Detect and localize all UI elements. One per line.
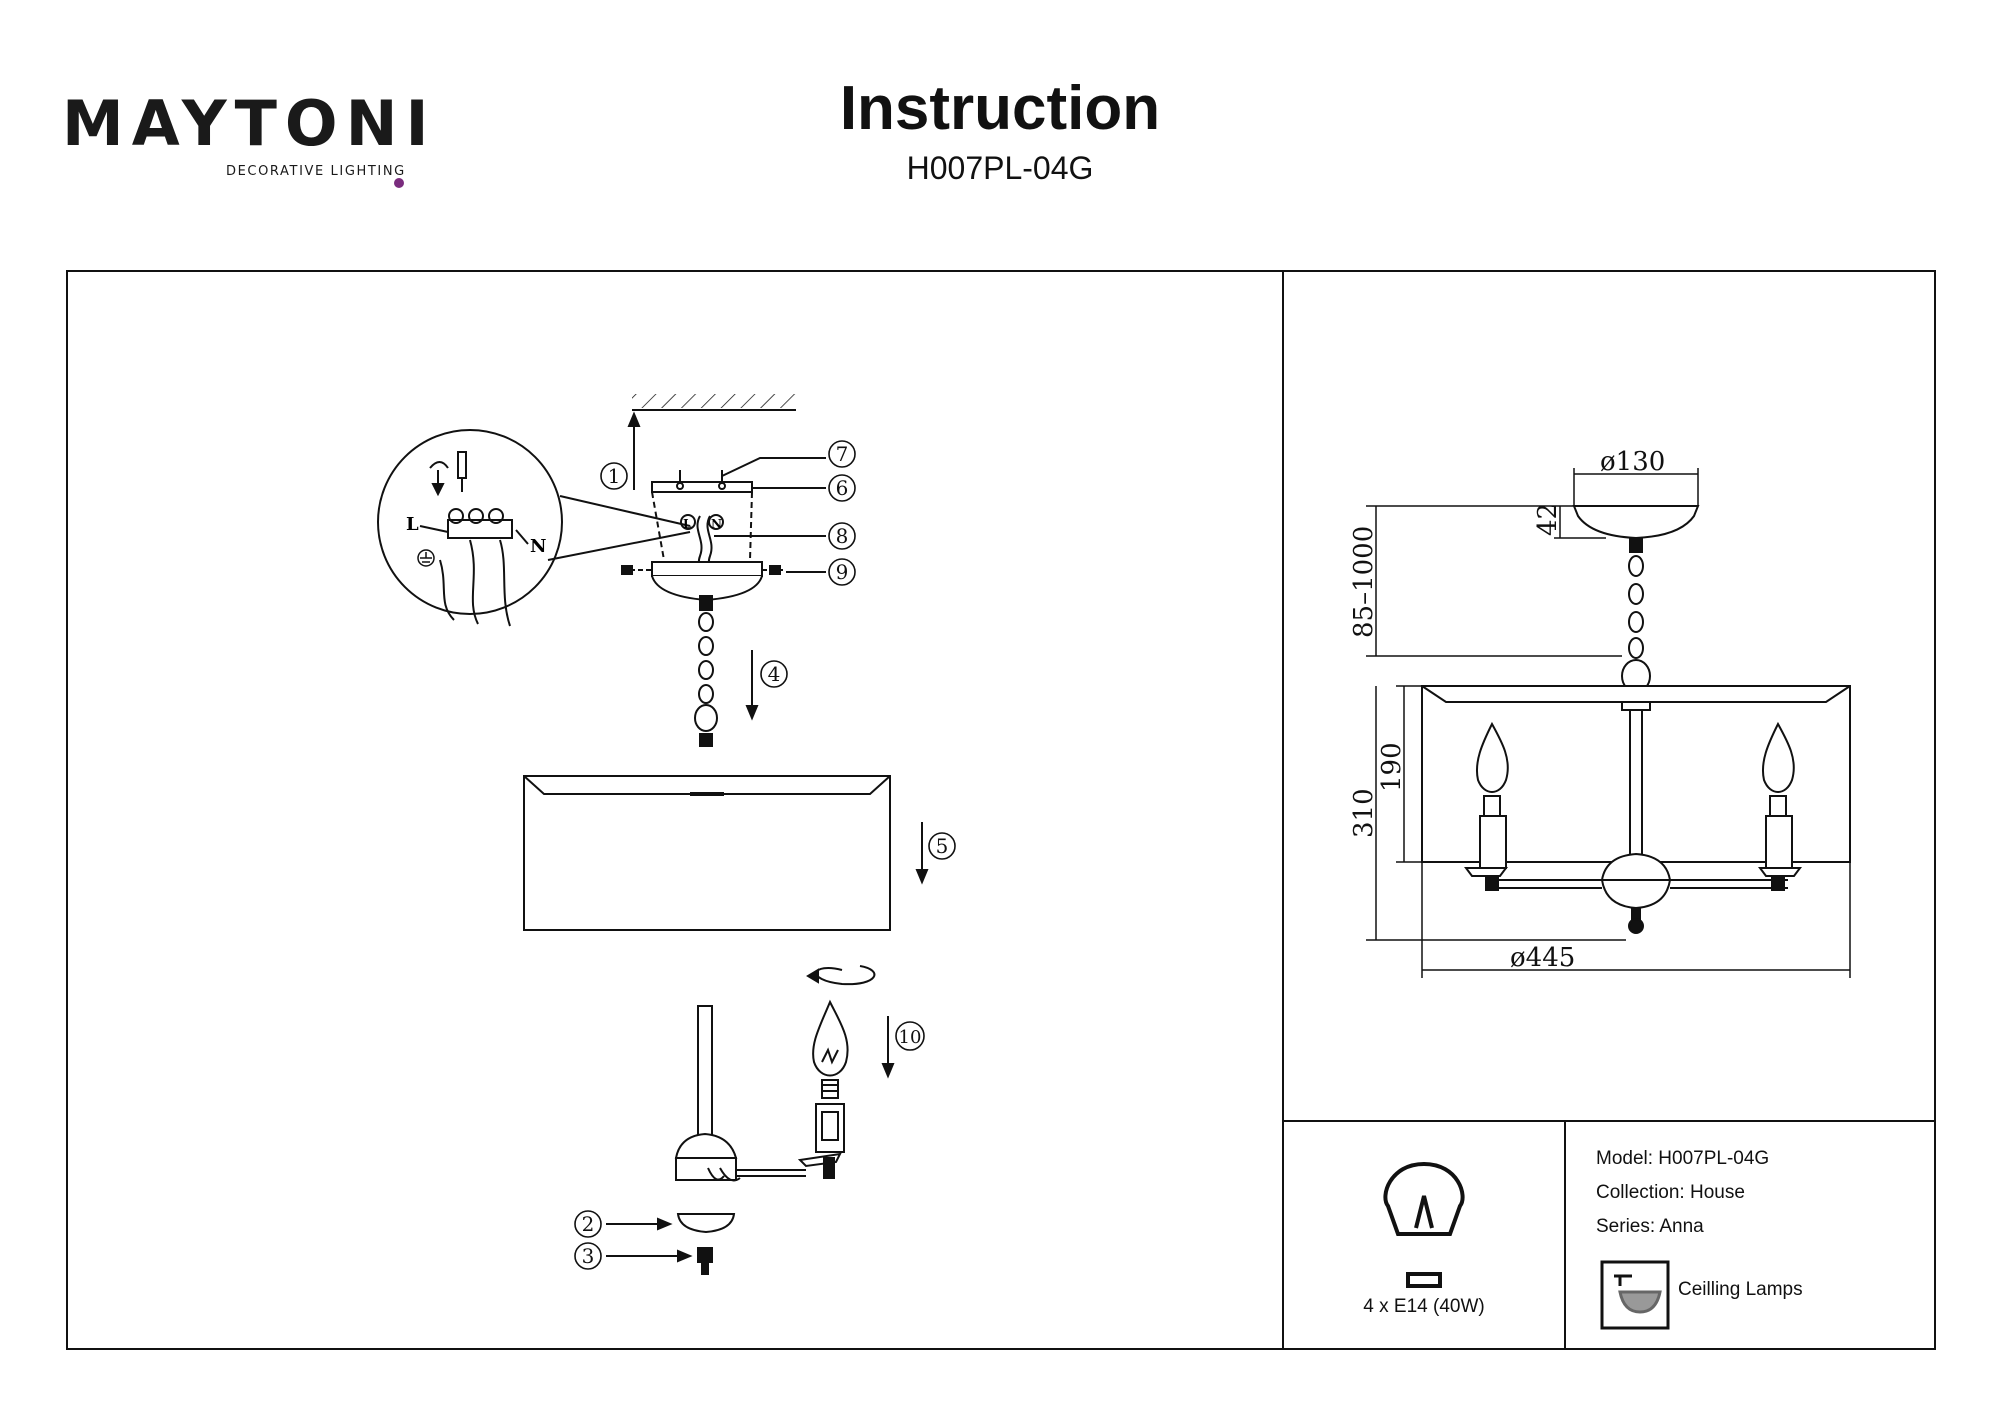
- canopy: [621, 561, 786, 602]
- ceiling-hatch: [632, 394, 796, 411]
- spec-series: Series: Anna: [1596, 1216, 1704, 1237]
- dimension-drawing: [1421, 505, 1851, 934]
- divider-specs-col: [1564, 1120, 1566, 1350]
- dimension-lines: [1366, 468, 1851, 978]
- bulb-icon: [1383, 1161, 1465, 1288]
- step-8: 8: [836, 524, 849, 548]
- ground-icon: [417, 549, 435, 567]
- step-2: 2: [582, 1212, 595, 1236]
- divider-specs: [1282, 1120, 1936, 1122]
- brand-logo: MAYTONI DECORATIVE LIGHTING: [62, 88, 429, 188]
- mounting-bracket: [651, 470, 753, 561]
- wiring-detail: [377, 429, 691, 627]
- step-10: 10: [899, 1027, 922, 1048]
- instruction-frame: [66, 270, 1936, 1350]
- bulb-spec: 4 x E14 (40W): [1363, 1296, 1485, 1317]
- assembly-diagram: [377, 394, 929, 1275]
- lamp-shade: [523, 775, 891, 931]
- dim-total-height: 310: [1349, 788, 1379, 838]
- spec-model: Model: H007PL-04G: [1596, 1148, 1770, 1169]
- step-7: 7: [836, 442, 849, 466]
- step-3: 3: [582, 1244, 595, 1268]
- spec-collection: Collection: House: [1596, 1182, 1745, 1203]
- step-4: 4: [768, 662, 781, 686]
- wire-label-neutral: N: [530, 536, 546, 557]
- wire-label-live-small: L: [683, 517, 692, 531]
- ceiling-lamp-icon: [1600, 1260, 1670, 1330]
- model-code: H007PL-04G: [906, 150, 1094, 186]
- chain: [694, 595, 718, 747]
- dim-canopy-diameter: ø130: [1600, 447, 1665, 477]
- step-1: 1: [608, 464, 621, 488]
- brand-tagline: DECORATIVE LIGHTING: [226, 164, 406, 179]
- step-5: 5: [936, 834, 949, 858]
- dim-shade-diameter: ø445: [1510, 943, 1575, 973]
- screwdriver-icon: [429, 451, 467, 497]
- wire-label-neutral-small: N: [711, 517, 722, 531]
- brand-accent-dot: [394, 178, 404, 188]
- page-title: Instruction: [839, 74, 1161, 143]
- lamp-body: [674, 1005, 845, 1181]
- dim-canopy-height: 42: [1533, 503, 1563, 536]
- step-9: 9: [836, 560, 849, 584]
- spec-type: Ceilling Lamps: [1678, 1279, 1803, 1300]
- dim-shade-height: 190: [1377, 742, 1407, 792]
- candle-bulb: [812, 999, 849, 1099]
- step-6: 6: [836, 476, 849, 500]
- wire-label-live: L: [406, 514, 419, 535]
- dim-chain-length: 85–1000: [1349, 526, 1379, 638]
- brand-name: MAYTONI: [62, 87, 437, 160]
- divider-main: [1282, 270, 1284, 1350]
